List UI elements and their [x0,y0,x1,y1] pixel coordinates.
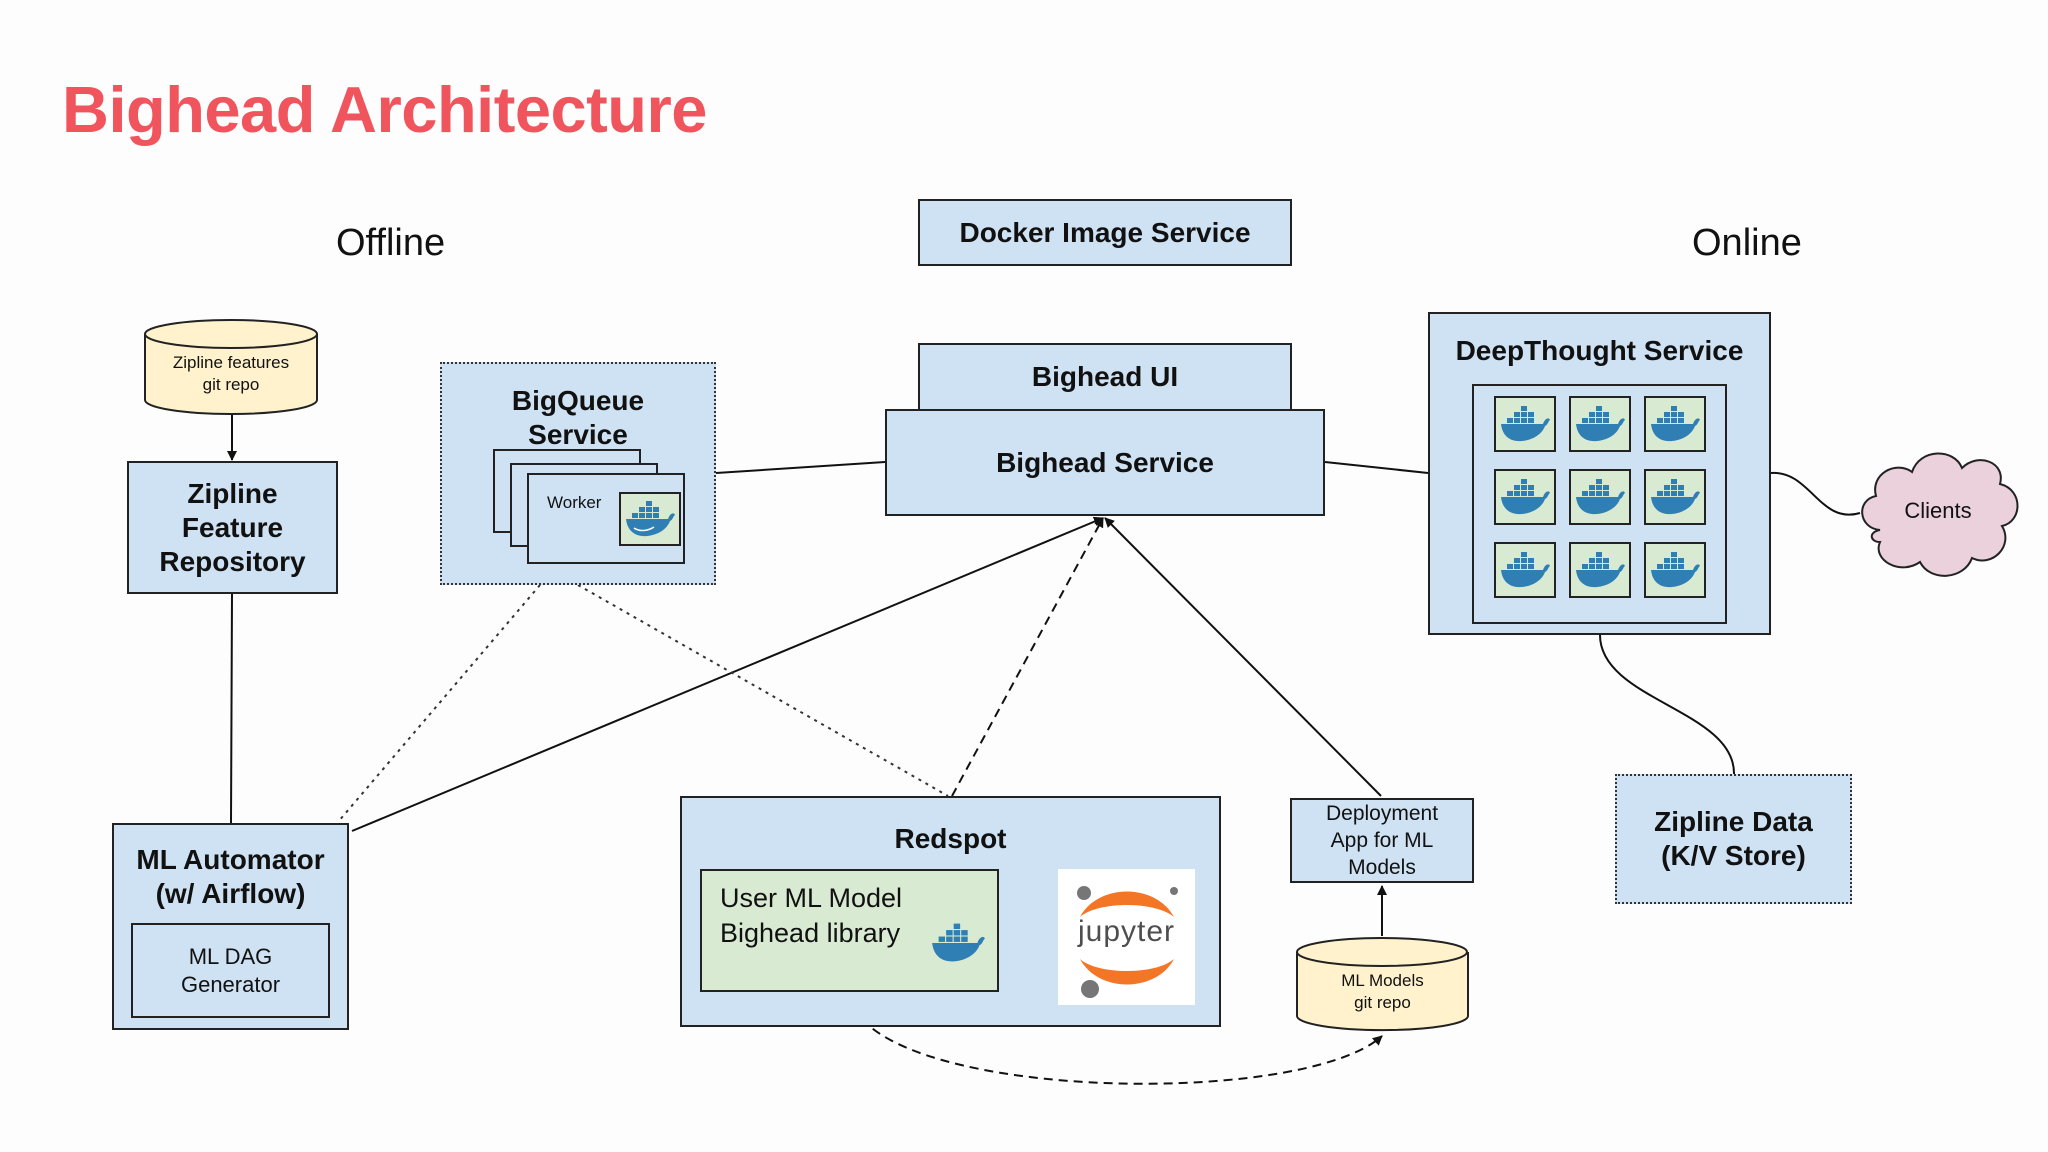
docker-image-service: Docker Image Service [918,199,1292,266]
worker-card: Worker [527,473,685,564]
worker-container [619,492,681,546]
bighead-service: Bighead Service [885,409,1325,516]
git-repo-cylinder-icon [1296,937,1469,1032]
container-tile [1569,396,1631,452]
zipline-features-repo-label: Zipline features git repo [172,353,290,394]
deepthought-service-label: DeepThought Service [1455,335,1744,366]
container-tile [1644,469,1706,525]
container-tile [1569,469,1631,525]
redspot-label: Redspot [894,823,1007,854]
bighead-ui: Bighead UI [918,343,1292,411]
docker-whale-icon [1576,552,1625,588]
git-repo-cylinder-icon [144,319,318,415]
docker-whale-icon [1651,552,1700,588]
container-tile [1569,542,1631,598]
jupyter-logo: jupyter [1058,869,1195,1005]
docker-whale-icon [1501,552,1550,588]
zipline-data: Zipline Data (K/V Store) [1615,774,1852,904]
connector-deepthought-to-clients [1770,471,1861,516]
worker-label: Worker [547,493,602,512]
docker-whale-icon [626,501,675,537]
connector-bigqueue-to-bighead [715,461,886,474]
connector-bigqueue-to-redspot [577,584,949,797]
deepthought-container-grid [1472,384,1727,624]
container-tile [1644,542,1706,598]
connector-deployment-to-bighead [1104,517,1382,797]
docker-whale-icon [1501,406,1550,442]
container-tile [1494,469,1556,525]
docker-whale-icon [1651,406,1700,442]
clients: Clients [1850,438,2026,588]
connector-ml-automator-to-bighead [351,516,1104,832]
container-tile [1494,396,1556,452]
page-title: Bighead Architecture [62,73,707,146]
connector-user-model-to-ml-models-repo [848,991,1383,1085]
connector-bighead-to-deepthought [1324,461,1429,474]
deployment-app: Deployment App for ML Models [1290,798,1474,883]
connector-redspot-to-bighead [951,517,1104,797]
user-ml-model-container: User ML Model Bighead library [700,869,999,992]
online-label: Online [1692,222,1802,264]
jupyter-logo-text: jupyter [1077,915,1176,948]
docker-whale-icon [932,923,985,962]
zipline-feature-repository: Zipline Feature Repository [127,461,338,594]
ml-models-repo: ML Models git repo [1295,936,1470,1032]
docker-whale-icon [1501,479,1550,515]
docker-whale-icon [1576,479,1625,515]
connector-feature-repo-to-ml-automator [230,593,233,824]
zipline-features-repo: Zipline features git repo [143,318,319,416]
docker-whale-icon [1651,479,1700,515]
container-tile [1644,396,1706,452]
connector-deepthought-to-zipline-data [1599,634,1736,775]
ml-automator-label: ML Automator (w/ Airflow) [136,844,325,909]
user-ml-model-label: User ML Model Bighead library [720,883,903,948]
docker-whale-icon [1576,406,1625,442]
cloud-icon [1861,452,2019,577]
ml-models-repo-label: ML Models git repo [1341,971,1424,1012]
bigqueue-service-label: BigQueue Service [511,385,645,450]
ml-dag-generator: ML DAG Generator [131,923,330,1018]
connector-bigqueue-to-ml-automator [337,584,541,823]
offline-label: Offline [336,222,446,264]
jupyter-logo-icon [1077,886,1178,998]
container-tile [1494,542,1556,598]
clients-label: Clients [1904,498,1972,523]
